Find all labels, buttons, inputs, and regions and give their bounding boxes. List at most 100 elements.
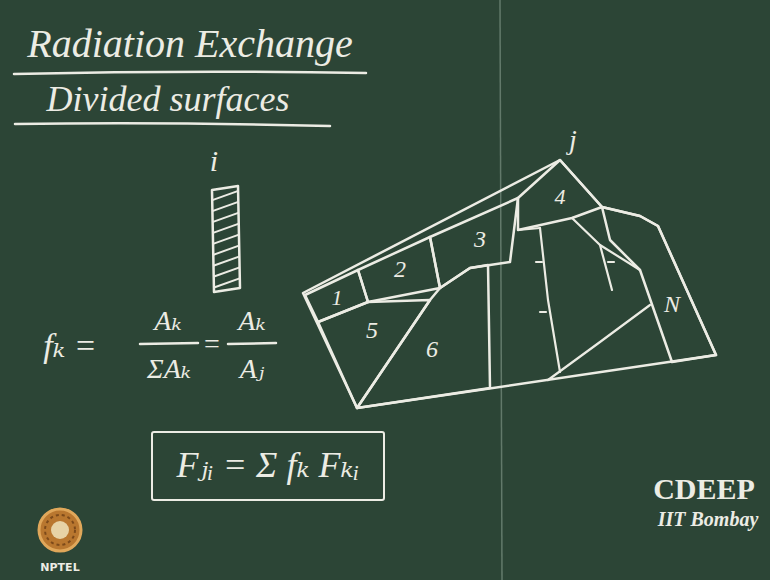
surface-outline <box>318 300 430 408</box>
surface-outline <box>602 207 716 362</box>
formula-text: Fⱼᵢ = Σ fₖ Fₖᵢ <box>177 445 360 486</box>
hatch-line <box>196 296 252 316</box>
dot-mark <box>536 261 542 263</box>
division-line <box>540 228 560 372</box>
surface-label: 2 <box>394 256 406 284</box>
division-line <box>518 228 540 230</box>
surface-outline <box>358 237 440 302</box>
hatch-line <box>196 164 252 184</box>
node-label-holder: i <box>210 144 218 179</box>
node-label-holder: 6 <box>426 336 438 364</box>
hatch-line <box>196 175 252 195</box>
denominator: Aⱼ <box>240 353 265 385</box>
label-holder: CDEEP <box>653 472 755 507</box>
outline-svg <box>599 204 719 365</box>
surface-label: 4 <box>555 184 566 209</box>
numerator: Aₖ <box>154 305 181 337</box>
node-label-holder: 3 <box>474 226 486 254</box>
surface-label: j <box>569 124 577 156</box>
division-line <box>548 305 650 380</box>
sub-surface: 5 <box>315 297 433 411</box>
dot-mark <box>608 261 614 263</box>
hatch-line <box>196 263 252 283</box>
surface-label: 6 <box>426 336 438 364</box>
label-holder: Aₖ <box>238 305 265 337</box>
surface-label: 1 <box>332 285 343 310</box>
numerator: Aₖ <box>238 305 265 337</box>
hatch-line <box>196 131 252 151</box>
sub-surface: 6 <box>354 262 493 411</box>
sub-surface: 2 <box>355 234 443 305</box>
sub-surface: 3 <box>427 195 521 291</box>
surface-outline <box>430 198 518 288</box>
surface-label: 5 <box>366 317 378 345</box>
hatch-line <box>196 120 252 140</box>
hatch-line <box>196 252 252 272</box>
logo-disc <box>39 509 81 551</box>
hatch-line <box>196 142 252 162</box>
board-title: Radiation Exchange <box>27 21 352 67</box>
label-holder: Aₖ <box>154 305 181 337</box>
subtitle: Divided surfaces <box>47 79 290 120</box>
hatch-line <box>196 318 252 338</box>
outline-svg <box>354 262 493 411</box>
sub-surface: 4 <box>515 157 605 233</box>
hatch-line <box>196 285 252 305</box>
node-label-holder: N <box>664 291 680 319</box>
surface-j: j 1 2 3 4 5 6 N <box>298 122 722 414</box>
surface-label: N <box>664 291 680 319</box>
surface-outline <box>305 270 368 322</box>
hatch-line <box>196 241 252 261</box>
seam-line <box>500 0 502 580</box>
surface-label: i <box>210 144 218 179</box>
outline-svg <box>298 122 722 414</box>
logo-text: NPTEL <box>40 562 79 575</box>
hatch-line <box>196 186 252 206</box>
hatch-line <box>196 219 252 239</box>
hatch-line <box>196 230 252 250</box>
boxed-formula: Fⱼᵢ = Σ fₖ Fₖᵢ <box>151 431 386 500</box>
nptel-logo <box>39 509 81 551</box>
logo-text: CDEEP <box>653 472 755 507</box>
title-underline <box>14 72 366 74</box>
hatch-line <box>196 98 252 118</box>
label-holder: = <box>204 328 220 360</box>
fraction-bar <box>228 343 276 344</box>
subtitle-underline <box>15 123 330 126</box>
label-holder: IIT Bombay <box>658 508 759 531</box>
hatch-line <box>196 153 252 173</box>
hatch-line <box>196 274 252 294</box>
sub-surface: N <box>599 204 719 365</box>
title-holder: Radiation Exchange <box>27 21 352 67</box>
fraction-bar <box>140 343 198 344</box>
logo-ring <box>45 515 75 545</box>
node-label-holder: j <box>569 124 577 156</box>
surface-outline <box>212 186 240 292</box>
label-holder: ΣAₖ <box>147 353 191 385</box>
denominator: ΣAₖ <box>147 353 191 385</box>
label-holder: Aⱼ <box>240 353 265 385</box>
surface-outline <box>518 160 602 230</box>
underlines <box>14 72 366 126</box>
surface-label: 3 <box>474 226 486 254</box>
hatch-line <box>196 329 252 349</box>
label-holder: fₖ = <box>43 326 96 365</box>
hatch-line <box>196 208 252 228</box>
surface-outline <box>303 160 716 408</box>
node-label-holder: 1 <box>332 285 343 310</box>
surface-i: i <box>196 138 252 298</box>
logo-center <box>51 521 69 539</box>
division-line <box>572 218 640 270</box>
division-line <box>600 245 612 290</box>
hatch-line <box>196 197 252 217</box>
logo-text: IIT Bombay <box>658 508 759 531</box>
label-holder: NPTEL <box>40 557 79 575</box>
node-label-holder: 5 <box>366 317 378 345</box>
dot-mark <box>540 311 546 313</box>
outline-svg <box>315 297 433 411</box>
node-label-holder: 2 <box>394 256 406 284</box>
hatch-line <box>196 307 252 327</box>
equals-sign: = <box>204 328 220 360</box>
board-seam <box>500 0 502 580</box>
